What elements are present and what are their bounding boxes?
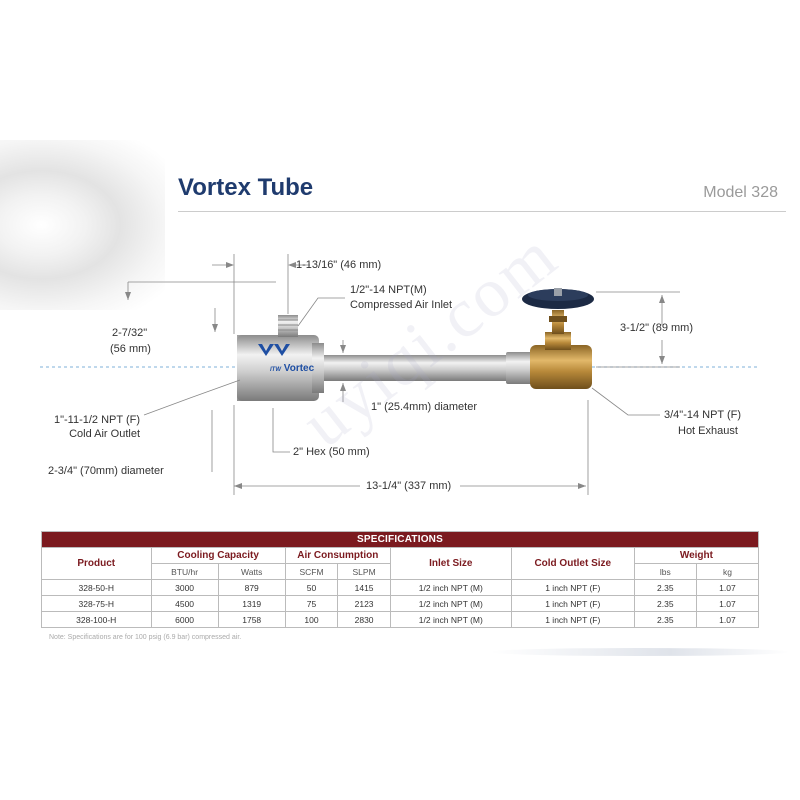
label-cold-name: Cold Air Outlet <box>69 428 140 440</box>
dimension-arrows <box>125 262 665 489</box>
label-inlet-name: Compressed Air Inlet <box>350 299 453 311</box>
air-inlet-fitting <box>278 315 298 337</box>
label-height-left-in: 2-7/32" <box>112 327 148 339</box>
subheader-scfm: SCFM <box>284 563 339 580</box>
subheader-slpm: SLPM <box>337 563 391 580</box>
subheader-btu: BTU/hr <box>150 563 219 580</box>
label-height-right: 3-1/2" (89 mm) <box>620 322 693 334</box>
cell-cold: 1 inch NPT (F) <box>510 595 635 612</box>
brand-label: ITW Vortec <box>270 363 315 374</box>
cell-watts: 1758 <box>217 611 286 628</box>
label-overall-length: 13-1/4" (337 mm) <box>366 480 452 492</box>
cell-cold: 1 inch NPT (F) <box>510 611 635 628</box>
subheader-watts: Watts <box>217 563 286 580</box>
model-number: Model 328 <box>703 184 778 201</box>
cell-btu: 4500 <box>150 595 219 612</box>
cell-scfm: 100 <box>284 611 339 628</box>
cell-btu: 3000 <box>150 579 219 596</box>
valve-body <box>530 345 592 389</box>
product-illustration <box>40 254 760 495</box>
cell-scfm: 50 <box>284 579 339 596</box>
vortec-logo-icon <box>258 344 274 356</box>
subheader-lbs: lbs <box>633 563 697 580</box>
cell-kg: 1.07 <box>695 595 760 612</box>
header-cold: Cold Outlet Size <box>510 547 635 580</box>
specifications-banner: SPECIFICATIONS <box>41 531 759 548</box>
cell-scfm: 75 <box>284 595 339 612</box>
label-height-left-mm: (56 mm) <box>110 343 151 355</box>
table-banner-row: SPECIFICATIONS <box>41 531 759 548</box>
table-subheader-row: BTU/hr Watts SCFM SLPM lbs kg <box>42 563 760 580</box>
cell-btu: 6000 <box>150 611 219 628</box>
swoosh-graphic <box>490 648 790 656</box>
table-row: 328-50-H 3000 879 50 1415 1/2 inch NPT (… <box>41 579 760 596</box>
page-title: Vortex Tube <box>178 174 314 201</box>
cell-inlet: 1/2 inch NPT (M) <box>389 579 512 596</box>
cell-inlet: 1/2 inch NPT (M) <box>389 595 512 612</box>
header-air: Air Consumption <box>284 547 391 564</box>
cell-kg: 1.07 <box>695 579 760 596</box>
label-inlet-thread: 1/2"-14 NPT(M) <box>350 284 427 296</box>
label-hex: 2" Hex (50 mm) <box>293 446 370 458</box>
cell-lbs: 2.35 <box>633 595 697 612</box>
cell-lbs: 2.35 <box>633 579 697 596</box>
subheader-kg: kg <box>695 563 760 580</box>
label-hot-name: Hot Exhaust <box>678 425 738 437</box>
table-header-row: Product Cooling Capacity Air Consumption… <box>41 547 760 580</box>
cell-watts: 879 <box>217 579 286 596</box>
label-inlet-offset: 1-13/16" (46 mm) <box>296 259 382 271</box>
label-hot-thread: 3/4"-14 NPT (F) <box>664 409 742 421</box>
generator-body <box>237 335 319 401</box>
cell-kg: 1.07 <box>695 611 760 628</box>
label-body-diameter: 2-3/4" (70mm) diameter <box>48 465 164 477</box>
label-tube-diameter: 1" (25.4mm) diameter <box>371 401 477 413</box>
cell-slpm: 2830 <box>337 611 391 628</box>
header-cooling: Cooling Capacity <box>150 547 286 564</box>
cell-slpm: 2123 <box>337 595 391 612</box>
label-cold-thread: 1"-11-1/2 NPT (F) <box>53 414 140 426</box>
header-product: Product <box>41 547 152 580</box>
header-inlet: Inlet Size <box>389 547 512 580</box>
title-divider <box>178 211 786 212</box>
cell-inlet: 1/2 inch NPT (M) <box>389 611 512 628</box>
cell-lbs: 2.35 <box>633 611 697 628</box>
header-weight: Weight <box>633 547 760 564</box>
spec-note: Note: Specifications are for 100 psig (6… <box>49 634 242 641</box>
specifications-table: SPECIFICATIONS Product Cooling Capacity … <box>41 531 760 628</box>
cell-product: 328-50-H <box>41 579 152 596</box>
table-row: 328-75-H 4500 1319 75 2123 1/2 inch NPT … <box>41 595 760 612</box>
vortex-tube-diagram: 1-13/16" (46 mm) 1/2"-14 NPT(M) Compress… <box>0 240 800 510</box>
cell-watts: 1319 <box>217 595 286 612</box>
table-row: 328-100-H 6000 1758 100 2830 1/2 inch NP… <box>41 611 760 628</box>
hot-tube <box>318 355 518 381</box>
cell-product: 328-100-H <box>41 611 152 628</box>
cell-slpm: 1415 <box>337 579 391 596</box>
cell-cold: 1 inch NPT (F) <box>510 579 635 596</box>
cell-product: 328-75-H <box>41 595 152 612</box>
tube-coupling <box>506 352 532 384</box>
